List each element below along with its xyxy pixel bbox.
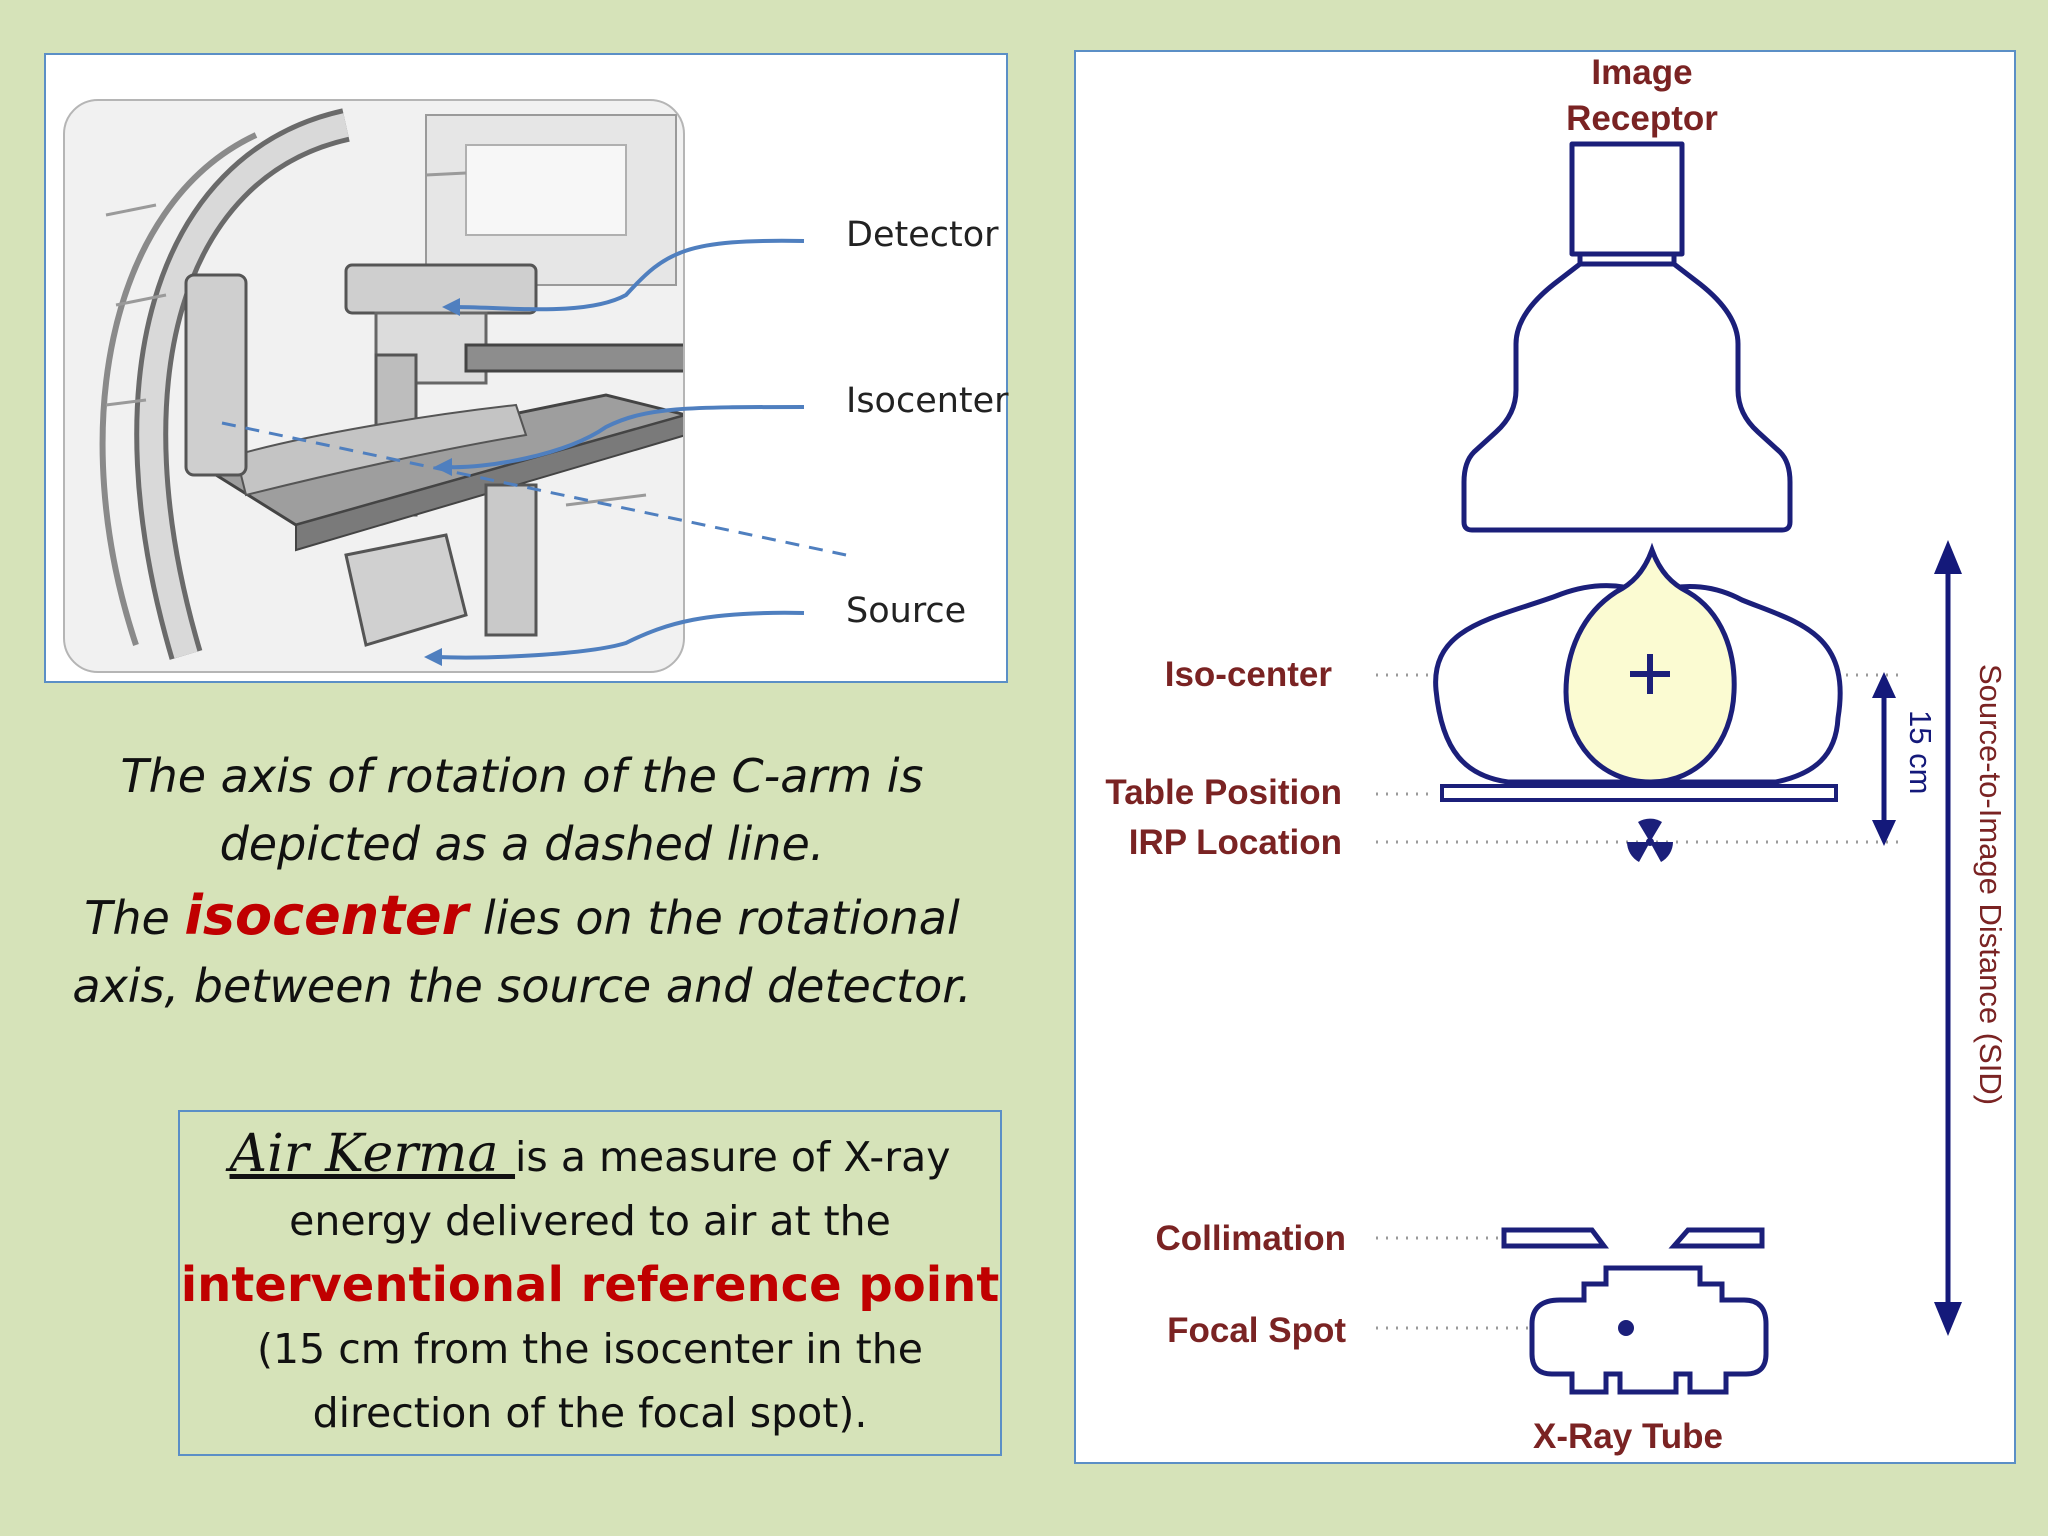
sid-arrow xyxy=(1934,540,1962,1336)
sid-label: Source-to-Image Distance (SID) xyxy=(1973,664,2008,1105)
guide-lines xyxy=(1376,673,1902,1330)
geometry-diagram: Image Receptor xyxy=(1074,50,2016,1464)
air-kerma-definition-box: Air Kerma is a measure of X-ray energy d… xyxy=(178,1110,1002,1456)
detector-label: Detector xyxy=(846,215,999,255)
image-receptor-shape xyxy=(1461,141,1793,533)
kerma-line-3: interventional reference point xyxy=(180,1257,1000,1313)
irp-location-label: IRP Location xyxy=(1129,823,1342,862)
fifteen-cm-label: 15 cm xyxy=(1903,710,1938,794)
table-position-label: Table Position xyxy=(1105,773,1342,812)
iso-center-label: Iso-center xyxy=(1165,655,1333,694)
focal-spot-label: Focal Spot xyxy=(1167,1311,1346,1350)
fifteen-cm-arrow xyxy=(1872,672,1896,846)
kerma-line-5: direction of the focal spot). xyxy=(312,1389,868,1437)
focal-spot-dot xyxy=(1618,1320,1634,1336)
xray-tube-label: X-Ray Tube xyxy=(1533,1417,1723,1456)
caption-line-1: The axis of rotation of the C-arm is xyxy=(120,749,924,803)
isocenter-label: Isocenter xyxy=(846,381,1009,421)
kerma-line-1-rest: is a measure of X-ray xyxy=(515,1133,951,1181)
kerma-line-1: Air Kerma is a measure of X-ray xyxy=(180,1122,1000,1189)
caption-line-2: depicted as a dashed line. xyxy=(219,817,825,871)
arrowheads xyxy=(424,298,460,666)
image-receptor-label-2: Receptor xyxy=(1566,99,1718,138)
c-arm-drawing xyxy=(63,99,847,673)
xray-tube-shape xyxy=(1529,1265,1769,1395)
kerma-line-2: energy delivered to air at the xyxy=(289,1197,891,1245)
c-arm-illustration: Detector Isocenter Source xyxy=(44,53,1009,683)
geometry-diagram-svg: Image Receptor xyxy=(1105,53,2008,1456)
collimation-label: Collimation xyxy=(1155,1219,1346,1258)
c-arm-sketch xyxy=(64,100,684,672)
source-label: Source xyxy=(846,591,967,631)
patient-cross-section xyxy=(1433,542,1843,785)
caption-line-3-pre: The xyxy=(84,891,185,945)
caption-line-3: The isocenter lies on the rotational xyxy=(48,882,996,952)
radiation-icon xyxy=(1627,818,1673,862)
pointer-arrows xyxy=(435,238,805,660)
table-shape xyxy=(1440,784,1838,802)
kerma-line-4: (15 cm from the isocenter in the xyxy=(257,1325,923,1373)
isocenter-keyword: isocenter xyxy=(184,884,469,947)
caption-text: The axis of rotation of the C-arm is dep… xyxy=(48,742,996,1020)
image-receptor-label-1: Image xyxy=(1591,53,1692,92)
air-kerma-term: Air Kerma xyxy=(229,1124,516,1184)
caption-line-4: axis, between the source and detector. xyxy=(72,959,972,1013)
caption-line-3-post: lies on the rotational xyxy=(468,891,960,945)
collimator-shape xyxy=(1501,1227,1765,1249)
